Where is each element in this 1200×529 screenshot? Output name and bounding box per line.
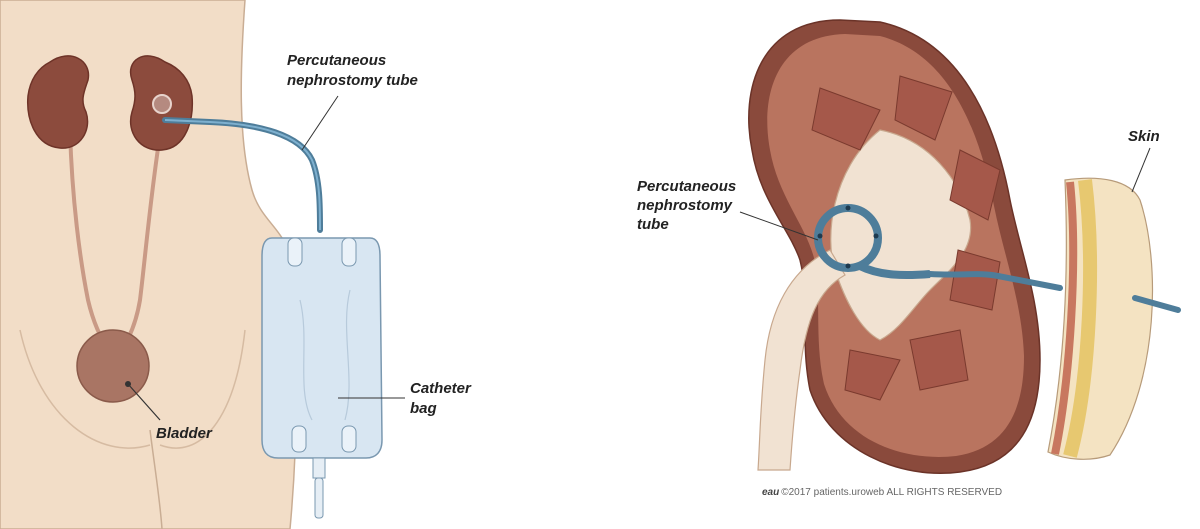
bag-bottom-strap-right (341, 425, 357, 453)
pyramid-4 (949, 249, 1001, 311)
catheter-bag-label-line1: Catheter (410, 380, 471, 397)
right-figure (739, 19, 1181, 474)
pyramid-6 (844, 349, 901, 401)
coil-hole-3 (873, 233, 879, 239)
buttock-curve-right (159, 329, 246, 449)
nephrostomy-tube-highlight (164, 119, 321, 231)
skin-muscle-layer (1051, 181, 1078, 455)
coil-hole-1 (817, 233, 823, 239)
kidney-puncture-site (152, 94, 172, 114)
leader-bladder (127, 383, 161, 421)
bladder-label: Bladder (156, 425, 212, 442)
left-tube-label-line2: nephrostomy tube (287, 72, 418, 89)
eau-logo: eau (762, 487, 780, 498)
leader-tube-left (301, 95, 339, 151)
pyramid-5 (909, 329, 969, 391)
right-tube-label-line1: Percutaneous (637, 178, 737, 195)
catheter-bag-body (261, 237, 383, 459)
coil-hole-2 (845, 205, 851, 211)
bag-bottom-strap-left (291, 425, 307, 453)
right-tube-inner (927, 271, 1001, 279)
bag-top-strap-right (341, 237, 357, 267)
right-tube-label-line3: tube (637, 216, 669, 233)
skin-label: Skin (1128, 128, 1160, 145)
copyright-notice: eau©2017 patients.uroweb ALL RIGHTS RESE… (762, 487, 1002, 498)
pyramid-3 (949, 149, 1001, 221)
buttock-curve-left (19, 329, 151, 449)
pyramid-1 (811, 87, 881, 151)
ureter-section (757, 249, 846, 471)
kidney-left (27, 55, 90, 149)
pyramid-2 (894, 75, 953, 141)
left-tube-label-line1: Percutaneous (287, 52, 387, 69)
bladder-organ (76, 329, 150, 403)
right-tube-external (995, 273, 1181, 313)
buttock-crease (149, 429, 163, 529)
skin-fat-layer (1063, 179, 1097, 458)
bag-fold (299, 299, 313, 421)
leader-bladder-dot (125, 381, 131, 387)
bag-top-strap-left (287, 237, 303, 267)
coil-hole-4 (845, 263, 851, 269)
bag-drain-tip (314, 477, 324, 519)
pigtail-connector (858, 262, 931, 280)
bag-drain-valve (312, 457, 326, 479)
catheter-bag-label-line2: bag (410, 400, 437, 417)
copyright-text: ©2017 patients.uroweb ALL RIGHTS RESERVE… (781, 487, 1003, 498)
left-figure (0, 0, 405, 529)
bag-fold-2 (344, 289, 351, 421)
leader-tube-right (739, 211, 819, 241)
right-tube-label-line2: nephrostomy (637, 197, 733, 214)
leader-skin (1131, 147, 1151, 193)
